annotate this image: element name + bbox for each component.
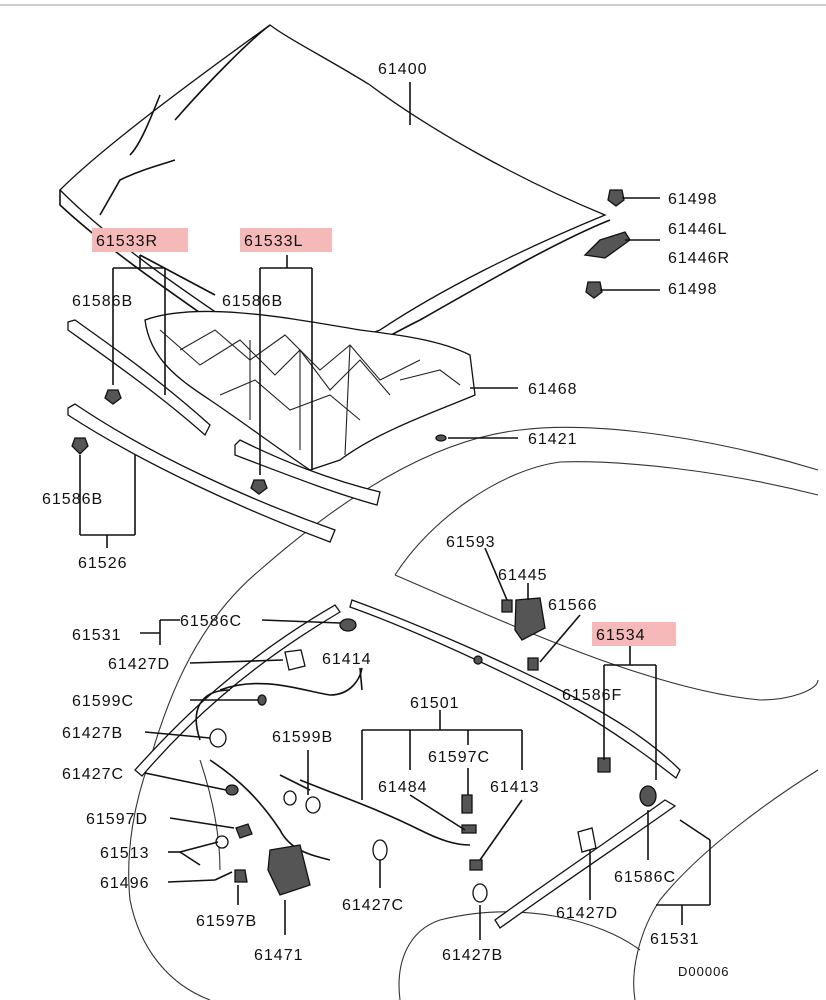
vehicle-body-outline bbox=[128, 426, 819, 1000]
label-clip-c-top: 61586C bbox=[180, 613, 242, 630]
leader-lines bbox=[79, 82, 711, 940]
label-clip-599b: 61599B bbox=[272, 729, 333, 746]
label-handle: 61484 bbox=[378, 779, 428, 796]
label-clip-l: 61586B bbox=[222, 293, 283, 310]
label-bolt-597c: 61597C bbox=[428, 749, 490, 766]
release-cable[interactable] bbox=[195, 667, 471, 861]
label-seal-side-right: 61531 bbox=[650, 931, 700, 948]
label-clip-c-right: 61586C bbox=[614, 869, 676, 886]
label-front-seal: 61526 bbox=[78, 555, 128, 572]
hood-insulator[interactable] bbox=[144, 310, 476, 471]
label-clip-left-lower: 61586B bbox=[42, 491, 103, 508]
clip-icons-upper bbox=[71, 389, 447, 495]
label-prop-rod: 61413 bbox=[490, 779, 540, 796]
label-hood-hinge-r: 61446R bbox=[668, 250, 730, 267]
label-clip-599c: 61599C bbox=[72, 693, 134, 710]
label-hood-hinge-l: 61446L bbox=[668, 221, 727, 238]
label-insulator-clip: 61421 bbox=[528, 431, 578, 448]
label-bracket-lock: 61593 bbox=[446, 534, 496, 551]
label-seal-front: 61534 bbox=[596, 627, 646, 644]
label-bolt-597d: 61597D bbox=[86, 811, 148, 828]
label-seal-side: 61531 bbox=[72, 627, 122, 644]
label-striker-bolt: 61566 bbox=[548, 597, 598, 614]
part-icons-lower bbox=[209, 597, 657, 903]
label-cable-upper: 61414 bbox=[322, 651, 372, 668]
label-hood-hinge-bolt-bottom: 61498 bbox=[668, 281, 718, 298]
drawing-code: D00006 bbox=[678, 964, 730, 979]
label-latch: 61471 bbox=[254, 947, 304, 964]
label-clip-f: 61586F bbox=[562, 687, 622, 704]
label-bumper-d-right: 61427D bbox=[556, 905, 618, 922]
label-weatherstrip-l: 61533L bbox=[244, 233, 303, 250]
label-insulator: 61468 bbox=[528, 381, 578, 398]
hood-hinge-icons bbox=[583, 189, 631, 299]
label-bolt-597b: 61597B bbox=[196, 913, 257, 930]
label-striker: 61445 bbox=[498, 567, 548, 584]
label-hood: 61400 bbox=[378, 61, 428, 78]
highlight-boxes bbox=[92, 228, 676, 646]
label-release-cable: 61501 bbox=[410, 695, 460, 712]
label-release-set: 61513 bbox=[100, 845, 150, 862]
label-hood-hinge-bolt-top: 61498 bbox=[668, 191, 718, 208]
label-bumper-b-mid: 61427B bbox=[442, 947, 503, 964]
label-bumper-c-mid: 61427C bbox=[342, 897, 404, 914]
label-bolt-496: 61496 bbox=[100, 875, 150, 892]
label-clip-r: 61586B bbox=[72, 293, 133, 310]
label-weatherstrip-r: 61533R bbox=[96, 233, 158, 250]
label-bumper-d-top: 61427D bbox=[108, 656, 170, 673]
hood-seal-strips[interactable] bbox=[67, 319, 381, 543]
label-bumper-c-left: 61427C bbox=[62, 766, 124, 783]
label-bumper-b-left: 61427B bbox=[62, 725, 123, 742]
part-labels: 61400 61498 61446L 61446R 61498 61533R 6… bbox=[42, 61, 730, 979]
